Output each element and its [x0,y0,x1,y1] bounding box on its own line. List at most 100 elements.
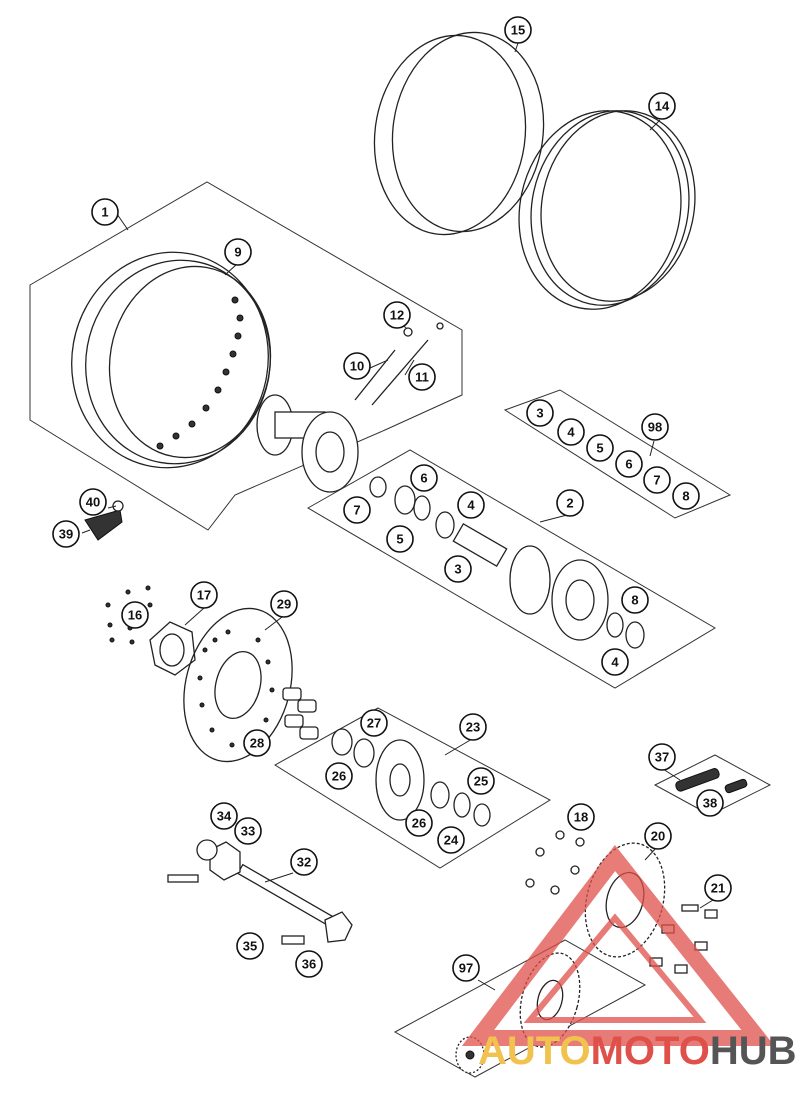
callout-label: 5 [596,441,603,456]
callout-17: 17 [190,581,218,609]
callout-6: 6 [615,450,643,478]
callout-11: 11 [408,363,436,391]
callout-24: 24 [437,826,465,854]
callout-label: 17 [197,588,211,603]
callout-21: 21 [704,874,732,902]
sprocket-nuts-part [525,830,585,895]
callout-34: 34 [210,802,238,830]
hub-assembly-parts [369,476,645,649]
callout-label: 38 [703,796,717,811]
group-frame-23 [274,707,552,869]
callout-23: 23 [459,713,487,741]
callout-18: 18 [567,803,595,831]
callout-label: 18 [574,810,588,825]
callout-label: 1 [101,205,108,220]
hub-part [256,394,359,493]
group-frame-98 [503,389,732,519]
watermark-logo [461,844,775,1046]
callout-label: 27 [367,716,381,731]
callout-label: 4 [467,498,475,513]
spoke-part [354,322,444,406]
callout-25: 25 [467,767,495,795]
callout-label: 7 [653,473,660,488]
callout-label: 97 [459,961,473,976]
callout-label: 6 [625,457,632,472]
callout-10: 10 [343,352,371,380]
callout-label: 3 [536,406,543,421]
rim-band-part [373,31,545,236]
watermark-text: AUTOMOTOHUB [478,1029,797,1073]
sprocket-carrier-parts [331,728,491,827]
group-frame-1 [29,181,463,531]
callout-label: 39 [59,527,73,542]
callout-12: 12 [383,301,411,329]
callout-label: 8 [631,593,638,608]
callout-label: 14 [655,99,670,114]
callout-26: 26 [325,762,353,790]
callout-3: 3 [444,555,472,583]
callout-8: 8 [621,586,649,614]
callout-label: 23 [466,720,480,735]
callout-4: 4 [601,648,629,676]
callout-40: 40 [79,488,107,516]
group-frame-2 [307,449,716,689]
callout-label: 26 [332,769,346,784]
callout-5: 5 [386,525,414,553]
callout-28: 28 [243,729,271,757]
callout-14: 14 [648,92,676,120]
callout-label: 9 [234,245,241,260]
callout-2: 2 [556,489,584,517]
callout-label: 36 [302,957,316,972]
callout-label: 8 [682,489,689,504]
callout-29: 29 [270,590,298,618]
callout-label: 32 [297,855,311,870]
callout-37: 37 [648,743,676,771]
callout-5: 5 [586,434,614,462]
callout-label: 25 [474,774,488,789]
callout-label: 3 [454,562,461,577]
callout-15: 15 [504,16,532,44]
callout-26: 26 [405,809,433,837]
callout-label: 40 [86,495,100,510]
callout-label: 2 [566,496,573,511]
callout-1: 1 [91,198,119,226]
callout-label: 6 [420,471,427,486]
callout-label: 35 [243,939,257,954]
leader-lines [81,42,714,991]
watermark-triangle-icon [461,844,775,1046]
watermark-part1: AUTO [478,1029,591,1073]
callout-label: 34 [217,809,232,824]
valve-part [84,500,124,541]
callout-label: 16 [128,608,142,623]
callout-label: 5 [396,532,403,547]
callout-9: 9 [224,238,252,266]
callout-label: 26 [412,816,426,831]
callout-16: 16 [121,601,149,629]
callout-label: 7 [353,503,360,518]
callout-3: 3 [526,399,554,427]
callout-98: 98 [641,413,669,441]
callout-33: 33 [234,817,262,845]
callout-label: 20 [651,829,665,844]
callout-label: 15 [511,23,525,38]
callout-4: 4 [557,418,585,446]
callout-label: 37 [655,750,669,765]
callout-97: 97 [452,954,480,982]
watermark-part2: MOTO [591,1029,710,1073]
axle-part [167,839,353,945]
callout-36: 36 [295,950,323,978]
callout-7: 7 [343,496,371,524]
wheel-rim-part [71,251,272,469]
callout-7: 7 [643,466,671,494]
callout-4: 4 [457,491,485,519]
callout-39: 39 [52,520,80,548]
callout-label: 29 [277,597,291,612]
callout-label: 4 [567,425,575,440]
brake-disc-part [183,607,293,763]
group-frame-97 [393,939,647,1078]
callout-label: 98 [648,420,662,435]
callout-label: 11 [415,370,429,385]
watermark-part3: HUB [710,1029,797,1073]
callout-38: 38 [696,789,724,817]
